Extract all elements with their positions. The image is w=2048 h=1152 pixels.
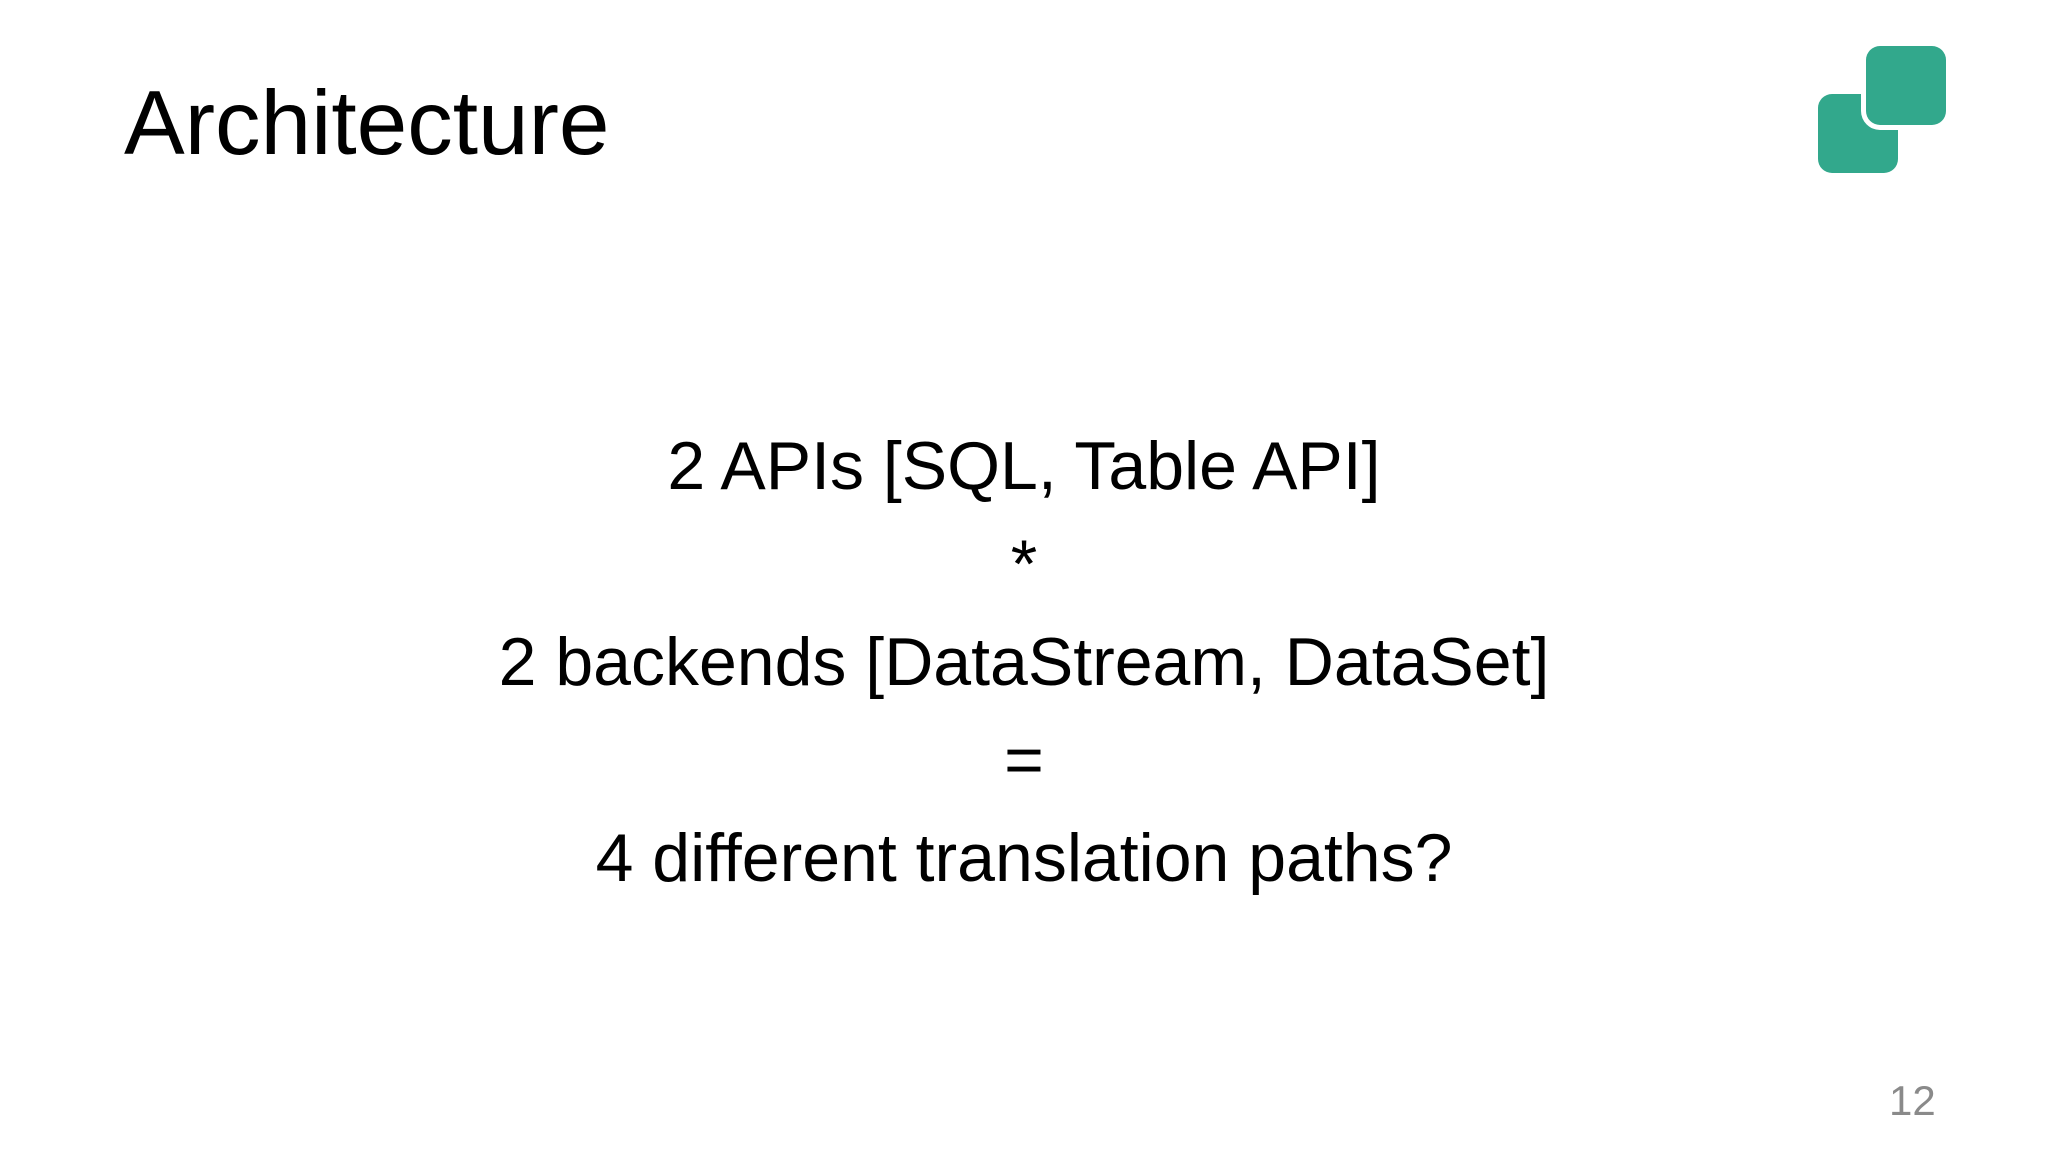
slide-body: 2 APIs [SQL, Table API] * 2 backends [Da… (0, 417, 2048, 907)
logo-square-front-icon (1866, 46, 1946, 125)
body-line-equals-operator: = (1004, 722, 1044, 798)
body-line-multiply-operator: * (1010, 526, 1038, 602)
body-line-backends: 2 backends [DataStream, DataSet] (498, 624, 1550, 700)
body-line-apis: 2 APIs [SQL, Table API] (667, 428, 1381, 504)
page-number: 12 (1889, 1077, 1936, 1124)
body-line-result: 4 different translation paths? (595, 820, 1453, 896)
slide-title: Architecture (124, 73, 610, 174)
overlapping-squares-logo (1818, 46, 1948, 174)
